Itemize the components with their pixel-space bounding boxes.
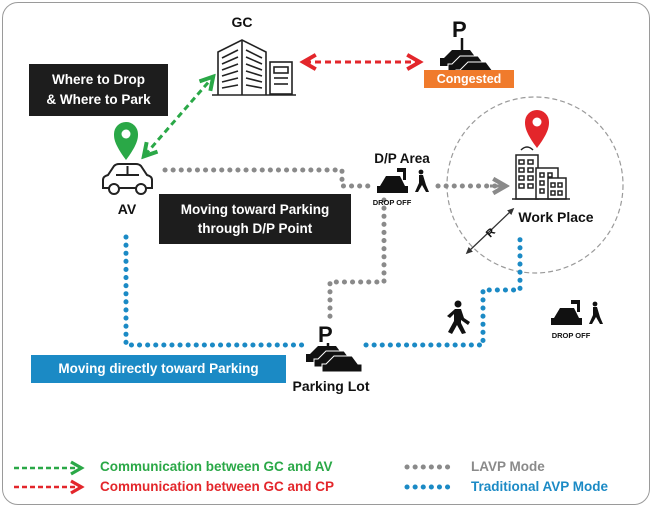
radius-line [465, 207, 515, 255]
work-place-label: Work Place [518, 209, 593, 225]
pedestrian-walking-icon [447, 300, 470, 334]
moving-directly-box: Moving directly toward Parking [31, 355, 286, 383]
gc-label: GC [232, 14, 253, 30]
gc-building-icon [212, 39, 296, 96]
parking-lot-label: Parking Lot [292, 378, 369, 394]
congested-badge: Congested [424, 70, 514, 88]
av-label: AV [118, 201, 137, 217]
work-place-building-icon [512, 146, 570, 200]
dp-drop-off-icon [377, 168, 429, 193]
av-car-icon [102, 163, 153, 195]
moving-parking-line1: Moving toward Parking [180, 202, 330, 217]
moving-toward-parking-box: Moving toward Parking through D/P Point [159, 194, 351, 244]
parking-sign-lot: P [318, 322, 333, 347]
congested-text: Congested [436, 72, 502, 86]
legend-gc-cp: Communication between GC and CP [100, 479, 335, 494]
moving-directly-text: Moving directly toward Parking [58, 361, 259, 376]
green-location-pin-icon [114, 122, 138, 160]
dp-area-label: D/P Area [374, 151, 430, 166]
legend-lavp: LAVP Mode [471, 459, 545, 474]
where-to-drop-line1: Where to Drop [52, 72, 145, 87]
gc-av-communication-arrow [145, 78, 212, 155]
radius-label: R [484, 226, 498, 240]
lavp-route [162, 167, 501, 321]
diagram-frame [2, 2, 650, 505]
congested-parking-icon: P [440, 17, 497, 79]
moving-parking-line2: through D/P Point [197, 221, 313, 236]
parking-lot-icon: P [306, 322, 363, 373]
legend-traditional: Traditional AVP Mode [471, 479, 609, 494]
drop-off-label-right: DROP OFF [552, 331, 591, 340]
drop-off-label-dp: DROP OFF [373, 198, 412, 207]
legend-gc-av: Communication between GC and AV [100, 459, 333, 474]
red-location-pin-icon [525, 110, 549, 148]
parking-sign-top: P [452, 17, 467, 42]
right-drop-off-icon [551, 300, 603, 325]
where-to-drop-line2: & Where to Park [46, 92, 151, 107]
traditional-avp-route [123, 234, 523, 348]
where-to-drop-box: Where to Drop & Where to Park [29, 64, 168, 116]
